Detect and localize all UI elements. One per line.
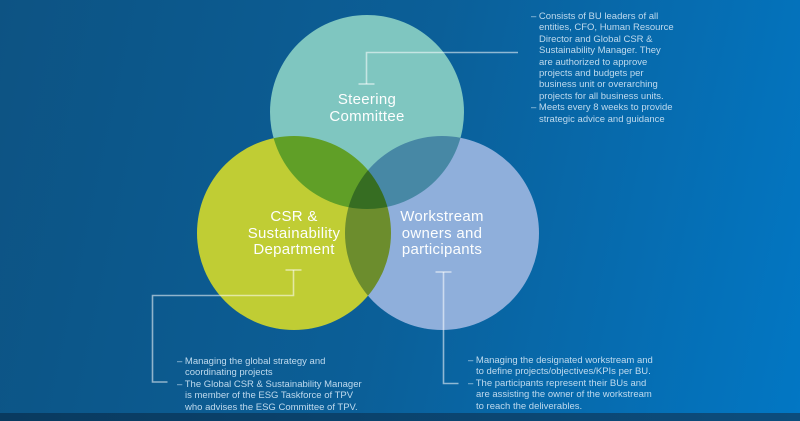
callout-line: are authorized to approve [539,56,648,68]
csr-callout: – Managing the global strategy and coord… [177,356,362,413]
callout-line: who advises the ESG Committee of TPV. [185,401,358,413]
circle-label-line: CSR & [270,208,318,225]
workstream-label: Workstream owners and participants [352,208,532,259]
circle-label-line: participants [401,241,483,258]
circle-label-line: Department [253,241,335,258]
callout-line: projects and budgets per [539,68,644,80]
callout-line: – Managing the global strategy and [177,356,326,367]
workstream-callout: – Managing the designated workstream and… [468,355,653,412]
callout-line: entities, CFO, Human Resource [539,22,674,34]
csr-sustainability-label: CSR & Sustainability Department [204,208,384,259]
callout-line: business unit or overarching [539,79,658,91]
callout-line: – Consists of BU leaders of all [531,11,659,22]
callout-line: Director and Global CSR & [539,33,653,45]
steering-committee-label: Steering Committee [287,91,447,125]
circle-label-line: Sustainability [247,224,341,242]
callout-line: are assisting the owner of the workstrea… [476,389,652,401]
callout-line: – Managing the designated workstream and [468,355,653,366]
callout-line: strategic advice and guidance [539,113,665,125]
callout-line: projects for all business units. [539,90,664,102]
circle-label-line: owners and [401,224,483,242]
callout-line: – The participants represent their BUs a… [468,377,647,389]
callout-line: – Meets every 8 weeks to provide [531,102,673,114]
workstream-circle [345,136,539,330]
circle-label-line: Workstream [400,208,484,225]
circle-label-line: Steering [337,91,397,108]
callout-line: Sustainability Manager. They [539,45,661,57]
callout-line: to reach the deliverables. [476,400,583,412]
steering-callout: – Consists of BU leaders of all entities… [531,11,674,125]
bottom-edge-bar [0,413,800,421]
callout-line: to define projects/objectives/KPIs per B… [476,366,651,378]
callout-line: – The Global CSR & Sustainability Manage… [177,378,362,390]
callout-line: is member of the ESG Taskforce of TPV [185,390,354,402]
callout-line: coordinating projects [185,367,273,379]
circle-label-line: Committee [329,107,405,125]
